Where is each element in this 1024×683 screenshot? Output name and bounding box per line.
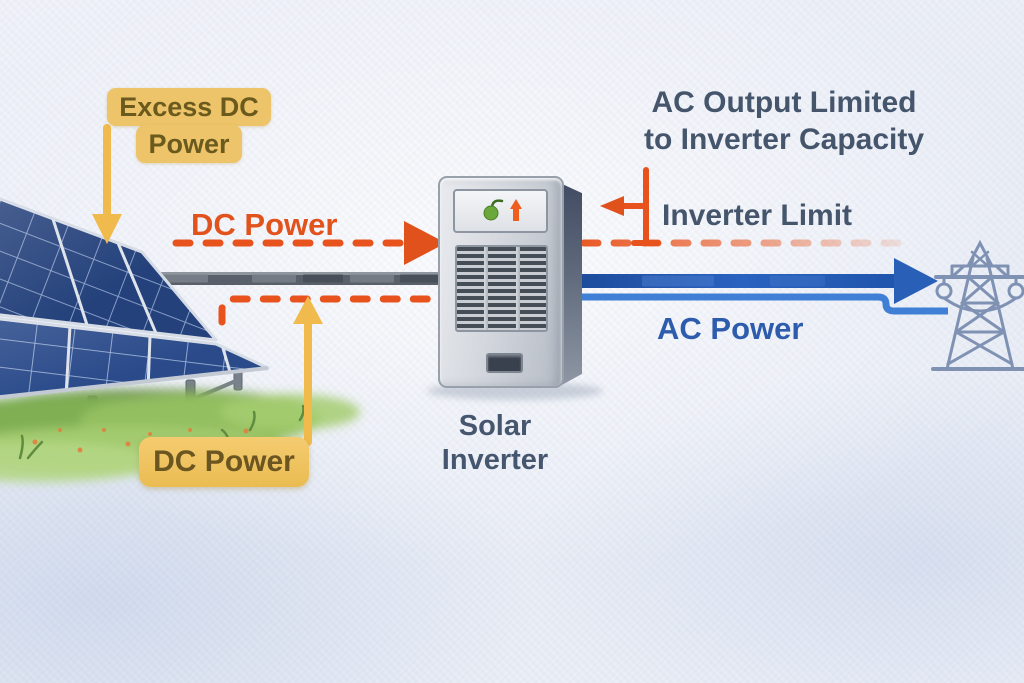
grille-divider (484, 247, 488, 330)
inverter-side-panel (560, 183, 582, 386)
ac-limit-line1: AC Output Limited (651, 86, 917, 119)
ac-limit-line2: to Inverter Capacity (643, 123, 925, 156)
inverter-status-display (453, 189, 548, 233)
grille-divider (516, 247, 520, 330)
ac-flow-arrow-icon (580, 258, 948, 315)
inverter-front-panel (438, 176, 564, 388)
excess-dc-down-arrow-icon (92, 124, 122, 244)
solar-inverter-illustration (438, 176, 586, 394)
dc-power-bottom-label: DC Power (139, 437, 309, 487)
dc-power-label: DC Power (191, 207, 338, 242)
inverter-status-led (483, 205, 498, 221)
ac-output-limit-label: AC Output Limited to Inverter Capacity (606, 84, 962, 158)
transmission-tower-icon (931, 239, 1024, 371)
excess-dc-line2: Power (136, 125, 242, 163)
inverter-lcd (486, 353, 523, 373)
dc-lower-line (218, 295, 448, 326)
excess-dc-power-label: Excess DC Power (96, 88, 282, 163)
solar-inverter-label: Solar Inverter (441, 410, 549, 476)
inverter-vent-grille (455, 245, 548, 332)
dc-conduit (150, 272, 452, 285)
dc-up-arrow-icon (293, 296, 323, 446)
dc-flow-arrow-icon (172, 221, 916, 326)
inverter-limit-label: Inverter Limit (662, 199, 853, 232)
excess-dc-line1: Excess DC (107, 88, 271, 126)
ac-line-to-grid (580, 293, 948, 315)
solar-panel-array-illustration (0, 196, 270, 400)
inverter-output-arrow-icon (509, 199, 522, 221)
inverter-limit-arrow-icon (600, 167, 661, 246)
ac-power-label: AC Power (657, 311, 804, 346)
